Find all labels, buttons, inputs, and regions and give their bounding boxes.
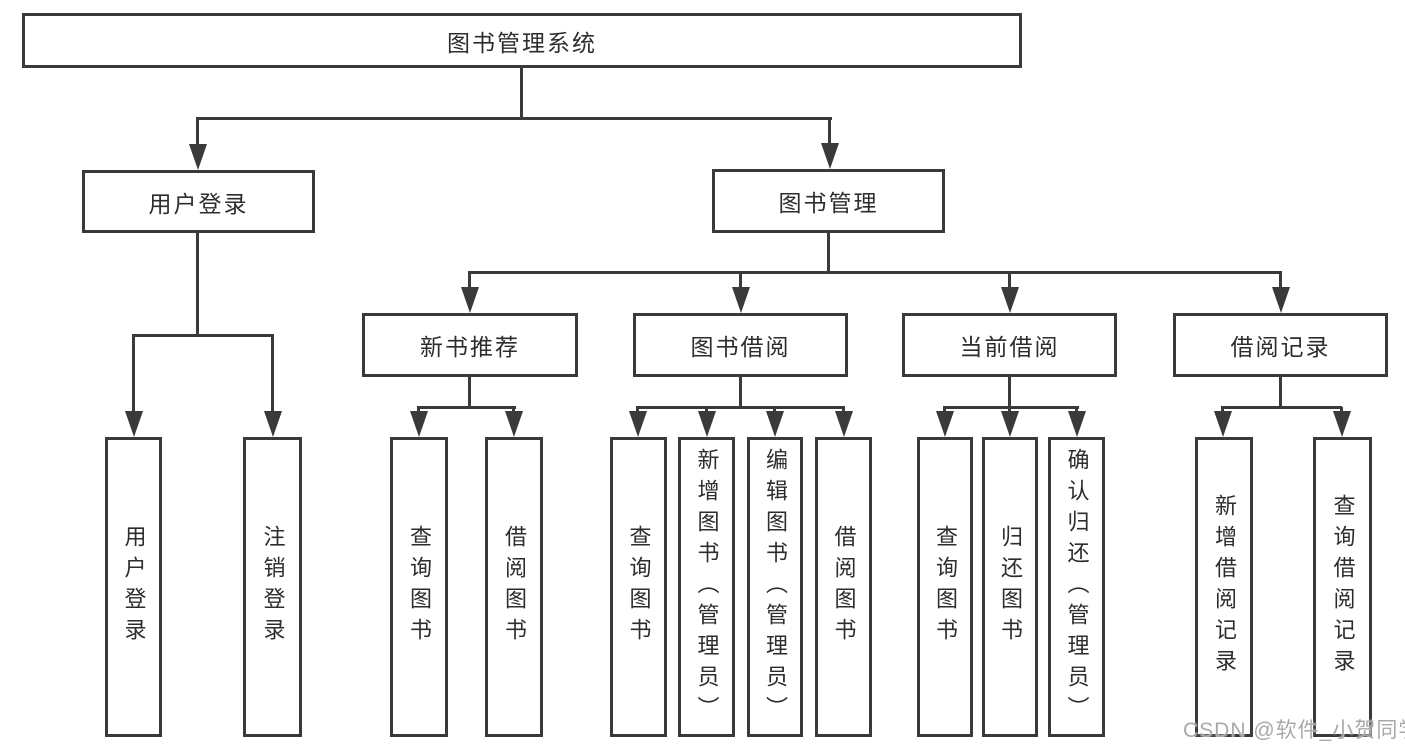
connector-new-book-recommendation-split — [417, 406, 516, 409]
leaf-borrow-books-rec: 借阅图书 — [485, 437, 543, 737]
leaf-user-login: 用户登录 — [105, 437, 162, 737]
leaf-add-borrow-record-label: 新增借阅记录 — [1212, 494, 1237, 680]
leaf-logout-label: 注销登录 — [260, 525, 286, 649]
connector-root-split — [196, 117, 832, 120]
leaf-borrow-books-rec-label: 借阅图书 — [502, 525, 527, 649]
leaf-add-books: 新增图书（管理员） — [678, 437, 735, 737]
arrow-to-leaf-add-books — [697, 407, 716, 437]
leaf-search-borrow-record: 查询借阅记录 — [1313, 437, 1372, 737]
arrow-to-leaf-search-books-rec — [409, 407, 428, 437]
leaf-search-books-rec-label: 查询图书 — [407, 525, 432, 649]
node-borrowing-records-label: 借阅记录 — [1230, 334, 1331, 360]
connector-borrowing-records-split — [1221, 406, 1342, 409]
connector-book-borrowing-stem — [739, 377, 742, 407]
arrow-to-book-management — [820, 118, 839, 169]
node-book-management-label: 图书管理 — [778, 190, 879, 216]
connector-book-management-split — [468, 271, 1282, 274]
leaf-return-books: 归还图书 — [982, 437, 1038, 737]
node-new-book-recommendation: 新书推荐 — [362, 313, 578, 377]
arrow-to-leaf-logout — [263, 335, 282, 437]
leaf-add-borrow-record: 新增借阅记录 — [1195, 437, 1253, 737]
arrow-to-user-login — [188, 118, 207, 170]
connector-book-borrowing-split — [636, 406, 845, 409]
leaf-borrow-books-bb-label: 借阅图书 — [831, 525, 857, 649]
arrow-to-current-borrowing — [1000, 272, 1019, 313]
arrow-to-leaf-borrow-books-bb — [834, 407, 853, 437]
leaf-logout: 注销登录 — [243, 437, 302, 737]
node-book-borrowing: 图书借阅 — [633, 313, 848, 377]
node-current-borrowing: 当前借阅 — [902, 313, 1117, 377]
leaf-borrow-books-bb: 借阅图书 — [815, 437, 872, 737]
arrow-to-borrowing-records — [1271, 272, 1290, 313]
leaf-search-books-rec: 查询图书 — [390, 437, 448, 737]
node-book-management: 图书管理 — [712, 169, 945, 233]
leaf-add-books-label: 新增图书（管理员） — [694, 447, 720, 727]
node-current-borrowing-label: 当前借阅 — [959, 334, 1060, 360]
leaf-confirm-return: 确认归还（管理员） — [1048, 437, 1105, 737]
node-root: 图书管理系统 — [22, 13, 1022, 68]
leaf-search-books-cb-label: 查询图书 — [933, 525, 958, 649]
arrow-to-leaf-edit-books — [765, 407, 784, 437]
connector-user-login-stem — [196, 233, 199, 335]
connector-borrowing-records-stem — [1279, 377, 1282, 407]
connector-current-borrowing-stem — [1008, 377, 1011, 407]
leaf-search-books-cb: 查询图书 — [917, 437, 973, 737]
connector-root-stem — [520, 68, 523, 118]
arrow-to-leaf-search-books-bb — [628, 407, 647, 437]
node-user-login: 用户登录 — [82, 170, 315, 233]
arrow-to-new-book-recommendation — [460, 272, 479, 313]
arrow-to-leaf-return-books — [1000, 407, 1019, 437]
node-new-book-recommendation-label: 新书推荐 — [420, 334, 520, 360]
arrow-to-leaf-search-record — [1332, 407, 1351, 437]
connector-book-management-stem — [827, 233, 830, 272]
arrow-to-leaf-search-books-cb — [935, 407, 954, 437]
node-book-borrowing-label: 图书借阅 — [690, 334, 791, 360]
arrow-to-leaf-add-record — [1213, 407, 1232, 437]
leaf-search-books-bb-label: 查询图书 — [626, 525, 652, 649]
node-borrowing-records: 借阅记录 — [1173, 313, 1388, 377]
arrow-to-leaf-confirm-return — [1067, 407, 1086, 437]
leaf-edit-books: 编辑图书（管理员） — [747, 437, 803, 737]
arrow-to-leaf-user-login — [124, 335, 143, 437]
leaf-user-login-label: 用户登录 — [121, 525, 147, 649]
leaf-edit-books-label: 编辑图书（管理员） — [763, 447, 788, 727]
leaf-search-books-bb: 查询图书 — [610, 437, 667, 737]
connector-current-borrowing-split — [943, 406, 1079, 409]
arrow-to-leaf-borrow-books-rec — [504, 407, 523, 437]
node-user-login-label: 用户登录 — [148, 190, 249, 217]
leaf-search-borrow-record-label: 查询借阅记录 — [1330, 494, 1356, 680]
arrow-to-book-borrowing — [731, 272, 750, 313]
node-root-label: 图书管理系统 — [447, 29, 597, 56]
leaf-return-books-label: 归还图书 — [998, 525, 1023, 649]
connector-new-book-recommendation-stem — [468, 377, 471, 407]
connector-user-login-split — [132, 334, 274, 337]
leaf-confirm-return-label: 确认归还（管理员） — [1064, 447, 1090, 727]
csdn-watermark: CSDN @软件_小贺同学 — [1183, 719, 1405, 742]
